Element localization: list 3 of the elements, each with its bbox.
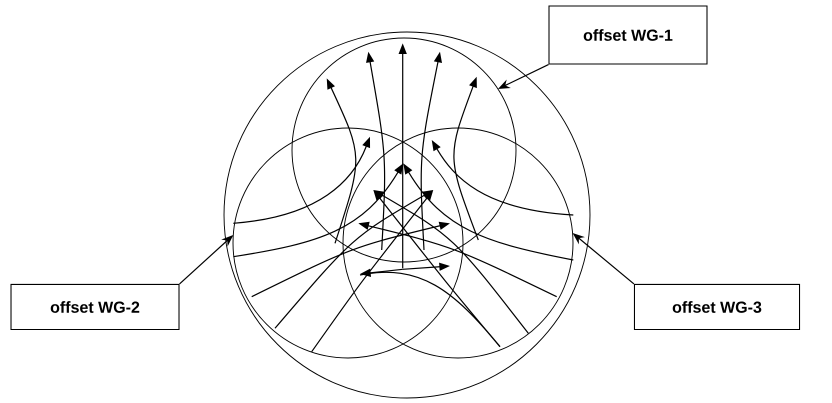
label-box: offset WG-2 <box>10 284 180 330</box>
label-box: offset WG-3 <box>634 284 800 330</box>
label-box: offset WG-1 <box>548 5 708 65</box>
